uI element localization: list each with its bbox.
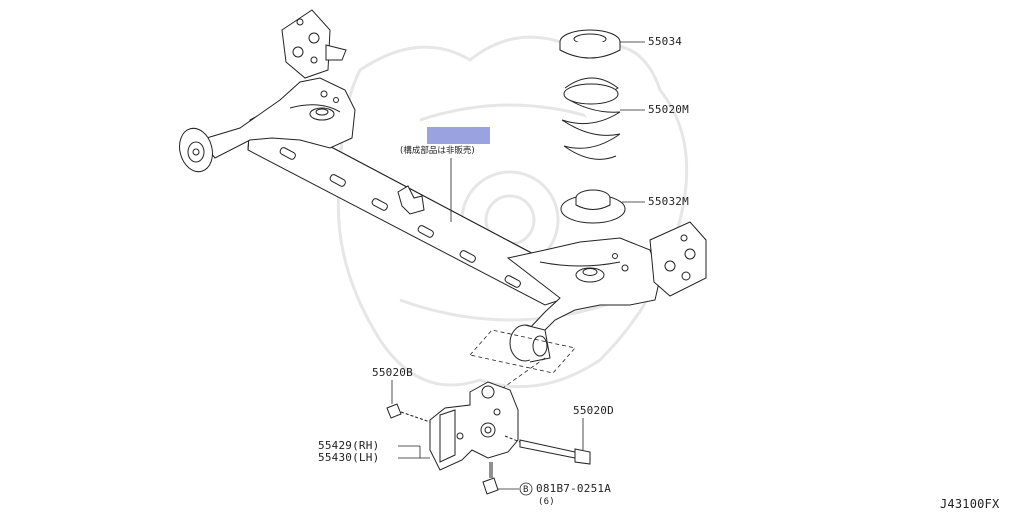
highlight-marker [427,127,490,144]
callout-55034[interactable]: 55034 [648,35,683,48]
callout-55430-lh[interactable]: 55430(LH) [318,451,380,464]
mounting-bracket-assembly [386,381,591,495]
leader-lines [391,41,645,496]
callout-55020M[interactable]: 55020M [648,103,689,116]
callout-55020D[interactable]: 55020D [573,404,614,417]
figure-code: J43100FX [940,497,1000,511]
note-not-sold-separately: (構成部品は非販売) [400,146,475,156]
bolt-quantity: (6) [538,497,555,507]
spring-components [559,29,626,224]
callout-55020B[interactable]: 55020B [372,366,413,379]
callout-081B7-0251A[interactable]: 081B7-0251A [536,482,612,495]
bolt-marker-b: B [523,485,529,495]
beam-slots [279,147,521,288]
callout-55032M[interactable]: 55032M [648,195,689,208]
rear-axle-beam [179,9,707,363]
bush-indicator-box [469,329,576,391]
callout-55429-rh[interactable]: 55429(RH) [318,439,380,452]
